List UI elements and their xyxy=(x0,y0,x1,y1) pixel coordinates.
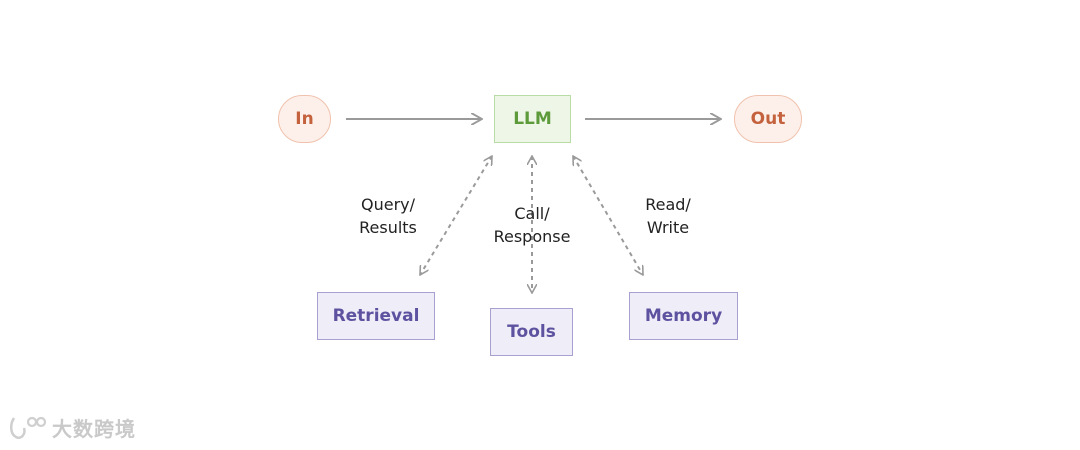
memory-edge-label-line1: Read/ xyxy=(645,195,691,214)
retrieval-edge-label: Query/ Results xyxy=(328,193,448,239)
retrieval-edge-label-line2: Results xyxy=(359,218,417,237)
input-node: In xyxy=(278,95,331,143)
tools-edge-label-line1: Call/ xyxy=(514,204,550,223)
tools-node: Tools xyxy=(490,308,573,356)
watermark-logo-icon xyxy=(10,416,47,439)
tools-edge-label-line2: Response xyxy=(493,227,571,246)
watermark: 大数跨境 xyxy=(8,412,136,442)
memory-edge-label-line2: Write xyxy=(646,218,690,237)
retrieval-edge-label-line1: Query/ xyxy=(360,195,415,214)
output-node: Out xyxy=(734,95,802,143)
retrieval-node: Retrieval xyxy=(317,292,435,340)
tools-edge-label: Call/ Response xyxy=(472,202,592,248)
memory-node: Memory xyxy=(629,292,738,340)
llm-retrieval-arrow xyxy=(419,156,493,275)
watermark-text: 大数跨境 xyxy=(52,416,136,441)
memory-edge-label: Read/ Write xyxy=(608,193,728,239)
llm-node: LLM xyxy=(494,95,571,143)
llm-memory-arrow xyxy=(572,156,644,275)
